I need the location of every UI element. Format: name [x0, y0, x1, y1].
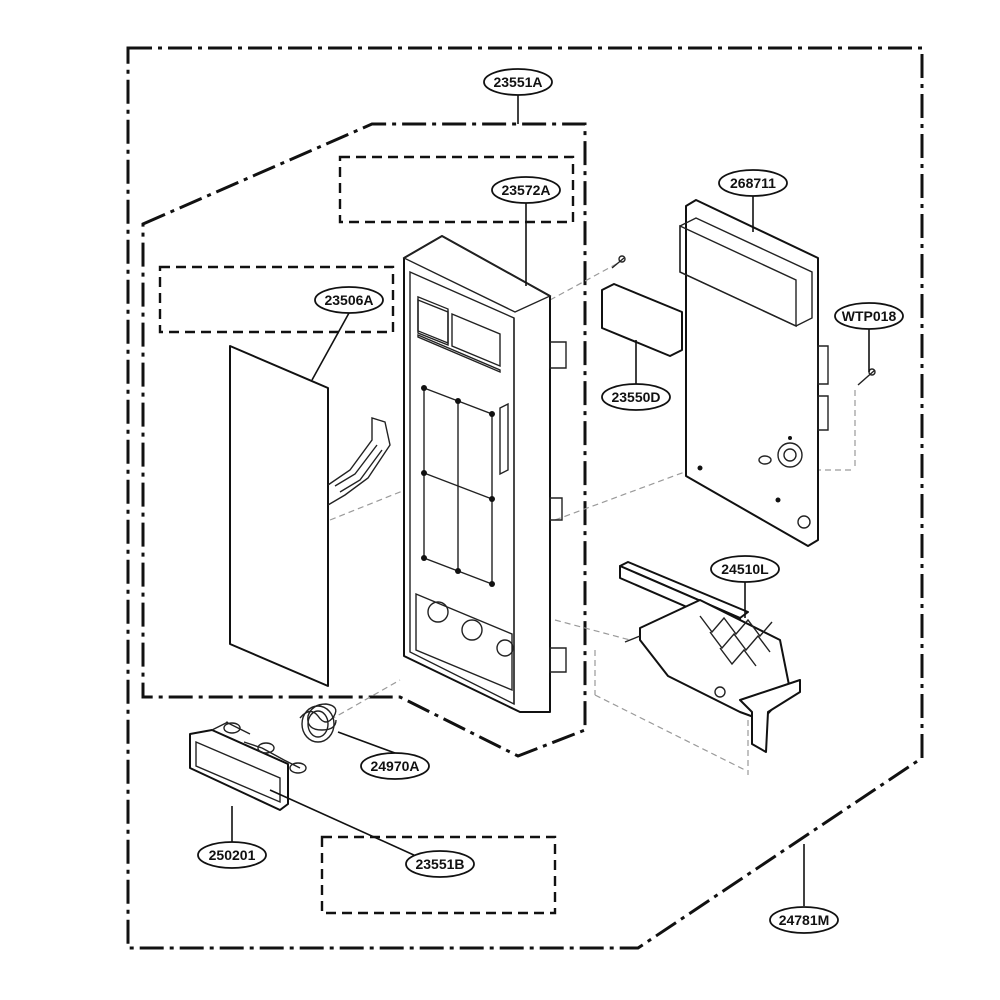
outer-group-boundary — [126, 46, 924, 950]
svg-text:WTP018: WTP018 — [842, 308, 897, 324]
svg-text:268711: 268711 — [730, 175, 776, 191]
label-door-button: 250201 — [197, 841, 267, 869]
svg-text:23550D: 23550D — [611, 389, 660, 405]
svg-text:24781M: 24781M — [779, 912, 830, 928]
spring-part — [299, 703, 337, 743]
placeholder-box-1 — [338, 155, 575, 224]
label-group-panel: 23551A — [483, 68, 553, 96]
label-group-outer: 24781M — [769, 906, 839, 934]
panel-group-boundary — [141, 122, 587, 758]
label-latch-lever: 24510L — [710, 555, 780, 583]
screw-part-right — [857, 368, 876, 386]
placeholder-box-2 — [158, 265, 395, 334]
panel-frame-part — [402, 235, 567, 713]
pcb-assembly-part — [679, 199, 829, 547]
leader-lines — [231, 94, 870, 906]
membrane-switch-part — [229, 345, 391, 687]
svg-text:250201: 250201 — [209, 847, 256, 863]
latch-lever-part — [619, 561, 801, 753]
label-display-window: 23550D — [601, 383, 671, 411]
display-window-part — [601, 283, 683, 357]
label-screw: WTP018 — [834, 302, 904, 330]
label-spring: 24970A — [360, 752, 430, 780]
svg-text:24510L: 24510L — [721, 561, 769, 577]
label-pcb-assembly: 268711 — [718, 169, 788, 197]
label-membrane-switch: 23506A — [314, 286, 384, 314]
svg-text:23572A: 23572A — [501, 182, 550, 198]
label-panel-frame: 23572A — [491, 176, 561, 204]
svg-text:23551B: 23551B — [415, 856, 464, 872]
svg-text:24970A: 24970A — [370, 758, 419, 774]
svg-text:23551A: 23551A — [493, 74, 542, 90]
placeholder-box-3 — [320, 835, 557, 915]
door-button-part — [189, 721, 307, 811]
label-subgroup-b: 23551B — [405, 850, 475, 878]
assembly-guide-lines — [329, 261, 856, 775]
screw-part-left — [611, 255, 626, 269]
svg-text:23506A: 23506A — [324, 292, 373, 308]
